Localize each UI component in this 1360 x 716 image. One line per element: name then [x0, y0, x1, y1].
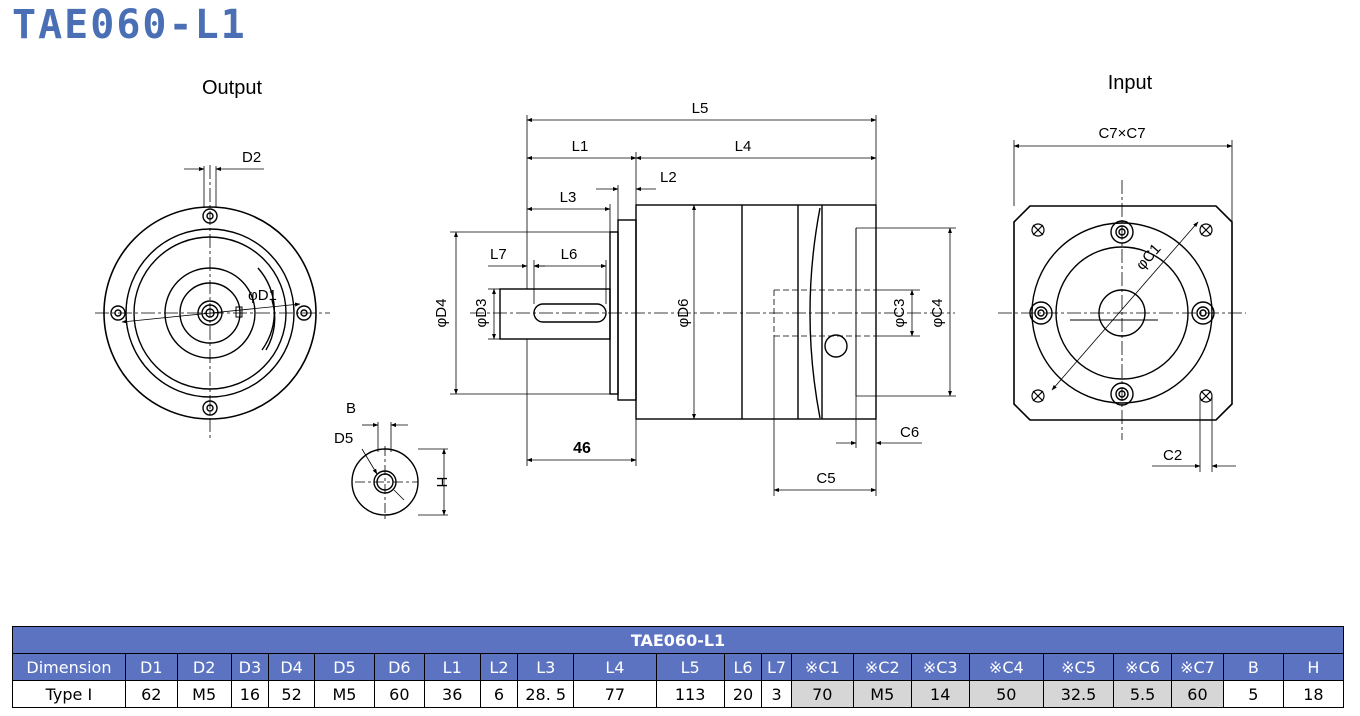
- table-cell: M5: [313, 680, 375, 708]
- table-header-title: TAE060-L1: [12, 626, 1344, 654]
- dim-label-d6: φD6: [675, 299, 692, 328]
- table-cell: 60: [373, 680, 425, 708]
- table-cell: 77: [573, 680, 657, 708]
- table-cell: 6: [479, 680, 519, 708]
- dim-label-c3: φC3: [891, 299, 908, 328]
- dim-label-c6: C6: [900, 424, 919, 441]
- dim-label-46: 46: [573, 440, 591, 457]
- table-column-header: L7: [761, 653, 792, 681]
- table-column-header: B: [1222, 653, 1284, 681]
- table-column-header: L6: [723, 653, 763, 681]
- technical-drawing: Output D2 φD1: [95, 72, 1246, 522]
- input-view: Input C7×C7 φC1 C2: [998, 72, 1246, 472]
- dim-label-h: H: [433, 477, 450, 488]
- table-cell: 113: [655, 680, 725, 708]
- dim-label-l3: L3: [560, 189, 577, 206]
- table-column-header: D6: [373, 653, 425, 681]
- dim-label-l7: L7: [490, 246, 507, 263]
- table-cell: 28. 5: [517, 680, 575, 708]
- table-column-header: D5: [313, 653, 375, 681]
- dim-label-l2: L2: [660, 169, 677, 186]
- dim-label-c5: C5: [816, 470, 835, 487]
- table-cell: 5: [1222, 680, 1284, 708]
- table-cell: 3: [761, 680, 792, 708]
- dim-label-c2: C2: [1163, 447, 1182, 464]
- dim-label-d4: φD4: [433, 299, 450, 328]
- table-cell: 52: [268, 680, 315, 708]
- table-column-header: Dimension: [12, 653, 126, 681]
- table-cell: 60: [1171, 680, 1224, 708]
- dim-label-c7: C7×C7: [1098, 125, 1145, 142]
- dim-label-d1: φD1: [248, 287, 277, 304]
- dim-label-l4: L4: [735, 138, 752, 155]
- table-column-header: L4: [573, 653, 657, 681]
- table-cell: M5: [176, 680, 232, 708]
- table-column-header: L1: [423, 653, 481, 681]
- output-view-label: Output: [202, 77, 262, 99]
- table-cell: 70: [790, 680, 854, 708]
- table-column-header: H: [1282, 653, 1345, 681]
- table-column-header: L2: [479, 653, 519, 681]
- input-view-label: Input: [1108, 72, 1153, 94]
- dim-label-d2: D2: [242, 149, 261, 166]
- table-column-header: ※C1: [790, 653, 854, 681]
- table-cell: 14: [910, 680, 970, 708]
- page-title: TAE060-L1: [12, 2, 247, 48]
- table-column-header: ※C2: [852, 653, 912, 681]
- dim-label-l6: L6: [561, 246, 578, 263]
- table-column-header: ※C3: [910, 653, 970, 681]
- table-cell: Type I: [12, 680, 126, 708]
- dim-label-l5: L5: [692, 100, 709, 117]
- table-cell: 20: [723, 680, 763, 708]
- table-column-header: ※C5: [1042, 653, 1115, 681]
- dim-label-c4: φC4: [929, 299, 946, 328]
- table-cell: M5: [852, 680, 912, 708]
- dim-label-c1: φC1: [1133, 241, 1165, 274]
- table-cell: 5.5: [1113, 680, 1173, 708]
- shaft-detail-view: B D5 H: [334, 400, 450, 522]
- table-column-header: ※C7: [1171, 653, 1224, 681]
- table-column-header: ※C6: [1113, 653, 1173, 681]
- table-column-header: D2: [176, 653, 232, 681]
- table-cell: 16: [230, 680, 270, 708]
- table-cell: 18: [1282, 680, 1345, 708]
- dim-label-d5: D5: [334, 430, 353, 447]
- side-view: L5 L1 L4 L2 L3 L7 L6 φD4 φD3: [433, 100, 956, 496]
- table-column-header: L3: [517, 653, 575, 681]
- table-cell: 62: [124, 680, 178, 708]
- output-view: Output D2 φD1: [95, 77, 330, 440]
- table-column-header: D3: [230, 653, 270, 681]
- table-header-row: TAE060-L1: [12, 626, 1344, 654]
- table-cell: 36: [423, 680, 481, 708]
- dim-label-d3: φD3: [473, 299, 490, 328]
- table-cell: 32.5: [1042, 680, 1115, 708]
- table-column-header: ※C4: [968, 653, 1044, 681]
- dim-label-l1: L1: [572, 138, 589, 155]
- table-column-header: D4: [268, 653, 315, 681]
- table-cell: 50: [968, 680, 1044, 708]
- dim-label-b: B: [346, 400, 356, 417]
- table-column-header: D1: [124, 653, 178, 681]
- table-column-header: L5: [655, 653, 725, 681]
